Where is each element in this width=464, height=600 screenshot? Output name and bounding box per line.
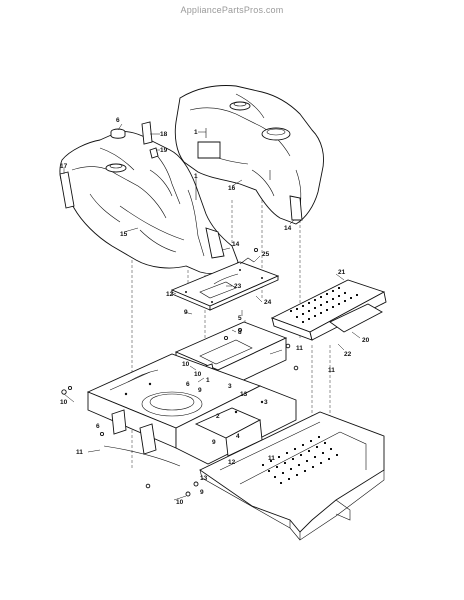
callout-label: 6 bbox=[96, 423, 100, 430]
callout-label: 11 bbox=[268, 455, 275, 462]
callout-label: 13 bbox=[200, 475, 208, 482]
callout-label: 15 bbox=[120, 231, 128, 238]
callout-label: 13 bbox=[240, 391, 248, 398]
callout-label: 18 bbox=[160, 131, 168, 138]
callout-label: 14 bbox=[232, 241, 240, 248]
callout-label: 6 bbox=[116, 117, 120, 124]
callout-label: 8 bbox=[238, 329, 242, 336]
chassis-grate bbox=[262, 436, 338, 484]
handle-17 bbox=[59, 171, 75, 209]
step-grate bbox=[290, 287, 358, 323]
clip-19 bbox=[149, 147, 159, 159]
watermark: AppliancePartsPros.com bbox=[180, 5, 284, 15]
pins-1 bbox=[195, 128, 271, 200]
callout-label: 21 bbox=[338, 269, 346, 276]
left-fender-body bbox=[59, 131, 239, 274]
callout-label: 1 bbox=[194, 173, 198, 180]
chassis-base bbox=[103, 411, 385, 541]
callout-label: 4 bbox=[236, 433, 240, 440]
callout-label: 19 bbox=[160, 147, 168, 154]
callout-label: 20 bbox=[362, 337, 370, 344]
callout-label: 12 bbox=[166, 291, 174, 298]
callout-label: 9 bbox=[212, 439, 216, 446]
callout-label: 14 bbox=[284, 225, 292, 232]
callout-label: 23 bbox=[234, 283, 242, 290]
callout-label: 10 bbox=[60, 399, 68, 406]
callout-label: 11 bbox=[328, 367, 335, 374]
right-fender-body bbox=[174, 85, 324, 225]
callout-label: 3 bbox=[228, 383, 232, 390]
callout-label: 11 bbox=[296, 345, 303, 352]
callout-label: 17 bbox=[60, 163, 68, 170]
callout-label: 11 bbox=[76, 449, 83, 456]
cap-part bbox=[110, 128, 126, 139]
callout-label: 9 bbox=[198, 387, 202, 394]
callout-label: 24 bbox=[264, 299, 272, 306]
callout-labels: 6 18 19 17 15 1 1 16 14 14 25 12 23 24 5… bbox=[60, 117, 370, 506]
main-frame bbox=[86, 353, 297, 465]
mid-plate-25 bbox=[170, 257, 280, 311]
callout-label: 6 bbox=[186, 381, 190, 388]
callout-label: 12 bbox=[228, 459, 236, 466]
callout-label: 10 bbox=[182, 361, 190, 368]
callout-label: 25 bbox=[262, 251, 270, 258]
callout-label: 1 bbox=[194, 129, 198, 136]
foot-bracket-20 bbox=[329, 303, 383, 333]
callout-label: 10 bbox=[194, 371, 202, 378]
callout-label: 9 bbox=[184, 309, 188, 316]
callout-label: 10 bbox=[176, 499, 184, 506]
callout-label: 1 bbox=[206, 377, 210, 384]
bracket-18 bbox=[141, 121, 153, 145]
callout-label: 2 bbox=[216, 413, 220, 420]
leader-lines bbox=[63, 123, 361, 501]
callout-label: 3 bbox=[264, 399, 268, 406]
callout-label: 5 bbox=[238, 315, 242, 322]
callout-label: 22 bbox=[344, 351, 352, 358]
callout-label: 9 bbox=[200, 489, 204, 496]
callout-label: 16 bbox=[228, 185, 236, 192]
